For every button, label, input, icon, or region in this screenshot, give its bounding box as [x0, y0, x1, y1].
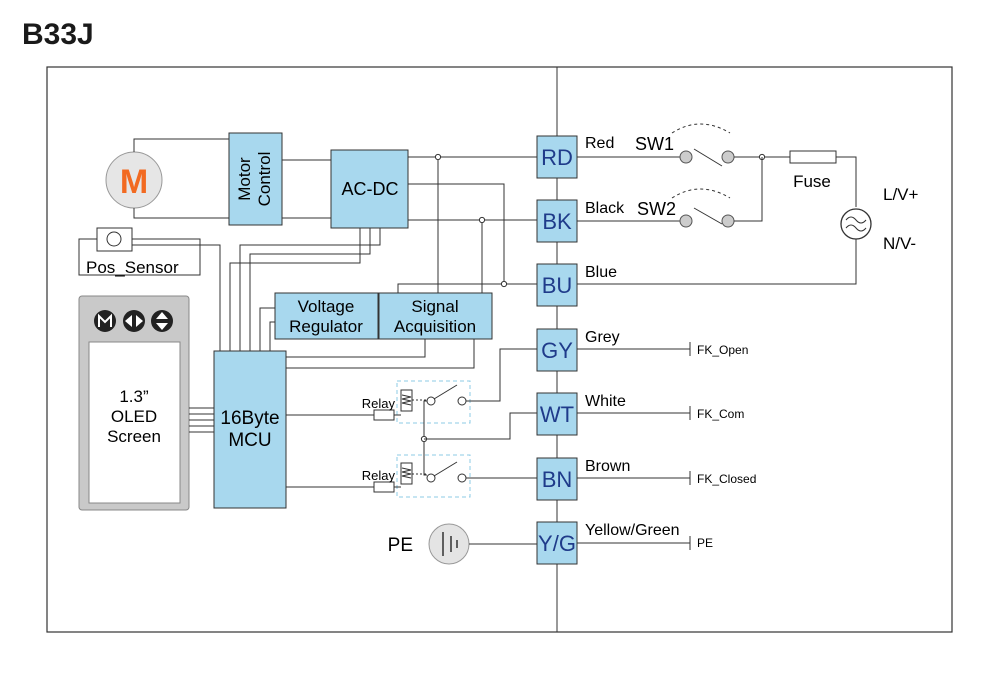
ground-icon [428, 523, 470, 565]
output-fk-open: FK_Open [697, 343, 748, 357]
terminal-wt: WT [536, 392, 578, 436]
oled-type-label: OLED [111, 407, 157, 426]
oled-screen-label: Screen [107, 427, 161, 446]
terminal-code: Y/G [538, 531, 576, 556]
voltage-regulator-label-2: Regulator [289, 317, 363, 336]
wire-label-white: White [585, 393, 626, 410]
signal-acquisition-block [378, 292, 493, 340]
wire-label-blue: Blue [585, 264, 617, 281]
output-pe: PE [697, 536, 713, 550]
relay-1-label: Relay [362, 396, 396, 411]
menu-icon [94, 310, 116, 332]
terminal-gy: GY [536, 328, 578, 372]
switch-1-label: SW1 [635, 134, 674, 154]
terminal-code: RD [541, 145, 573, 170]
wire-label-yellow-green: Yellow/Green [585, 522, 680, 539]
motor-control-label-1: Motor [235, 157, 254, 201]
motor-control-block [228, 132, 283, 226]
fuse-label: Fuse [793, 172, 831, 191]
left-right-icon [123, 310, 145, 332]
terminal-rd: RD [536, 135, 578, 179]
relay-2-label: Relay [362, 468, 396, 483]
terminal-code: GY [541, 338, 573, 363]
mcu-label-2: MCU [228, 430, 271, 451]
wire-label-grey: Grey [585, 329, 620, 346]
pos-sensor [96, 227, 133, 252]
terminal-bk: BK [536, 199, 578, 243]
switch-2-label: SW2 [637, 199, 676, 219]
page-title: B33J [22, 18, 94, 51]
mcu-label-1: 16Byte [220, 408, 279, 429]
signal-acquisition-label-2: Acquisition [394, 317, 476, 336]
voltage-regulator-label-1: Voltage [298, 297, 355, 316]
terminal-bn: BN [536, 457, 578, 501]
supply-line-label: L/V+ [883, 185, 919, 204]
ac-dc-block [330, 149, 409, 229]
up-down-icon [151, 310, 173, 332]
motor-control-label-2: Control [255, 152, 274, 207]
pos-sensor-label: Pos_Sensor [86, 258, 179, 277]
wire-label-red: Red [585, 135, 614, 152]
output-fk-com: FK_Com [697, 407, 744, 421]
terminal-code: WT [540, 402, 574, 427]
voltage-regulator-block [274, 292, 379, 340]
signal-acquisition-label-1: Signal [411, 297, 458, 316]
motor-icon: M [105, 151, 163, 209]
mcu-block [213, 350, 287, 509]
wire-label-black: Black [585, 200, 625, 217]
terminal-bu: BU [536, 263, 578, 307]
terminal-yg: Y/G [536, 521, 578, 565]
supply-neutral-label: N/V- [883, 234, 916, 253]
ac-dc-label: AC-DC [342, 179, 399, 199]
oled-size-label: 1.3” [119, 387, 149, 406]
motor-letter: M [120, 163, 148, 201]
ac-source-icon [840, 208, 872, 240]
terminal-code: BK [542, 209, 572, 234]
output-fk-closed: FK_Closed [697, 472, 756, 486]
terminal-code: BU [542, 273, 573, 298]
terminal-code: BN [542, 467, 573, 492]
pe-symbol-label: PE [388, 535, 413, 556]
wire-label-brown: Brown [585, 458, 630, 475]
diagram-frame [46, 66, 953, 633]
oled-display [78, 295, 190, 511]
fuse-icon [789, 150, 837, 164]
